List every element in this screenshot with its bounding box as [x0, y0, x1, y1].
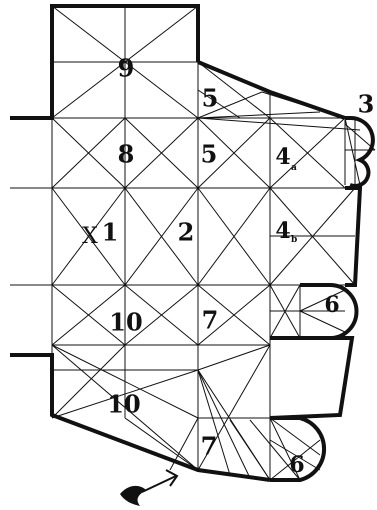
- bay-5-upper-label: 5: [202, 84, 219, 113]
- bay-2-label: 2: [178, 218, 195, 247]
- bay-1-mark: X: [82, 224, 98, 249]
- bay-7-lower-label: 7: [201, 432, 218, 461]
- bay-10-lower-label: 10: [107, 390, 140, 419]
- bay-7-upper-label: 7: [202, 306, 219, 335]
- bay-6-lower-label: 6: [289, 452, 304, 478]
- bay-6-upper-label: 6: [324, 292, 339, 318]
- north-arrow-icon: [120, 469, 179, 506]
- bay-4a-subscript: a: [291, 163, 297, 173]
- bay-8-label: 8: [118, 140, 135, 169]
- bay-10-upper-label: 10: [109, 308, 142, 337]
- bay-9-label: 9: [118, 54, 135, 83]
- vault-ribs: [10, 5, 376, 481]
- outer-walls: [10, 4, 375, 482]
- bay-3-label: 3: [358, 90, 375, 119]
- bay-4a-label: 4: [275, 144, 290, 170]
- bay-4b-label: 4: [275, 218, 290, 244]
- bay-1-label: 1: [102, 218, 119, 247]
- bay-5-lower-label: 5: [201, 140, 218, 169]
- bay-4b-subscript: b: [291, 235, 297, 245]
